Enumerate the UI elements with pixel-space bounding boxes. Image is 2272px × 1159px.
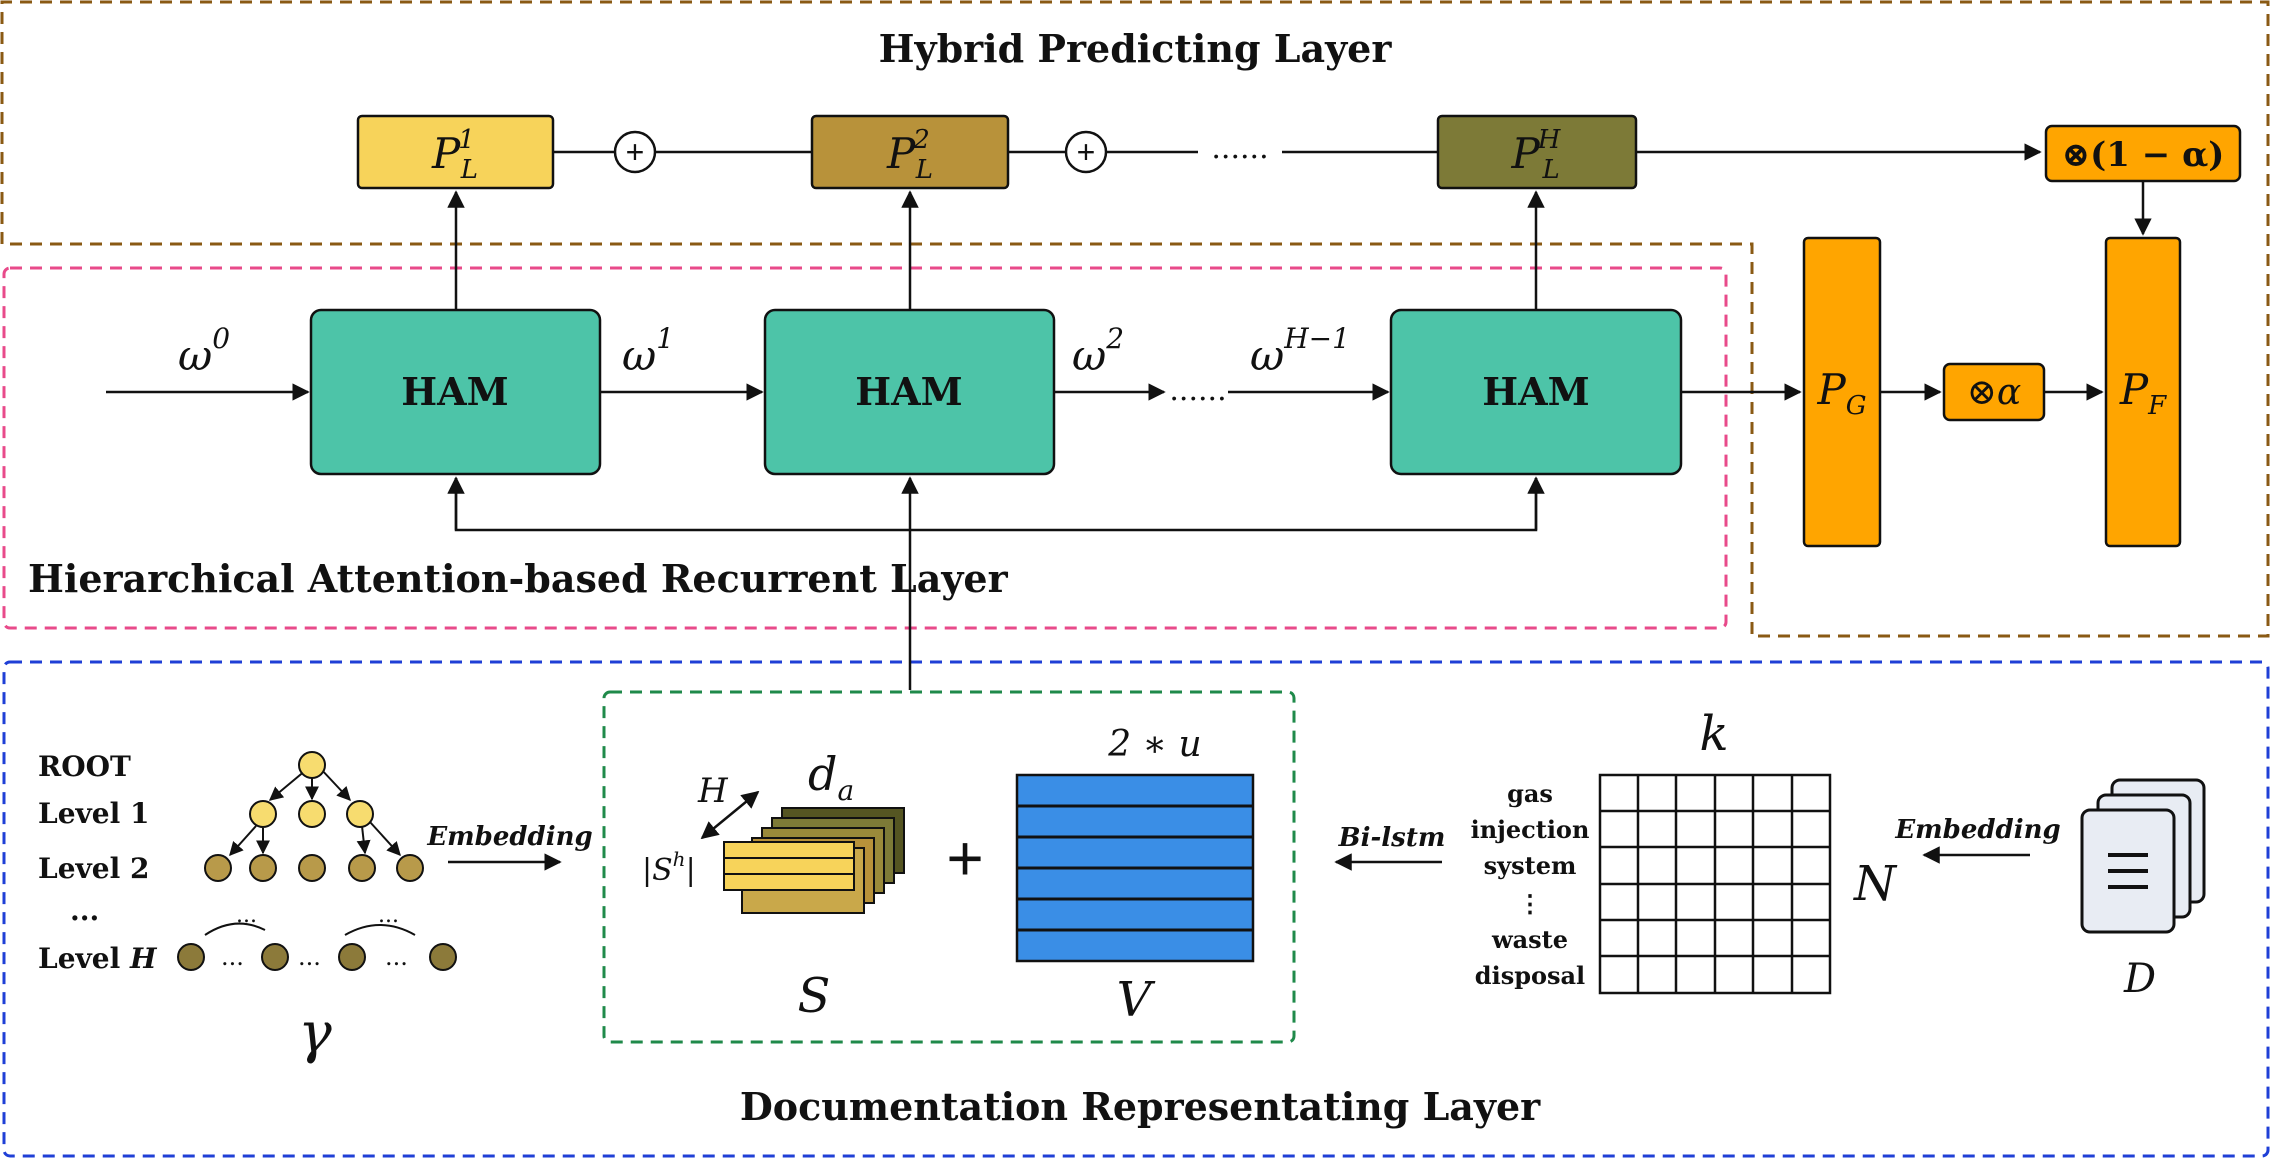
sv-plus: + (946, 822, 983, 894)
sv-frame (602, 690, 1296, 1044)
recurrent-layer-title: Hierarchical Attention-based Recurrent L… (28, 556, 1009, 601)
svg-text:...: ... (385, 943, 408, 971)
two-u-label: 2 ∗ u (1107, 724, 1201, 765)
svg-text:PHL: PHL (1511, 125, 1562, 185)
word-matrix (1598, 773, 1832, 995)
embedding-right-label: Embedding (1894, 815, 2060, 845)
level-labels: ROOT Level 1 Level 2 ... Level H (38, 750, 158, 975)
word-vdots: ⋮ (1518, 889, 1542, 918)
bilstm-label: Bi-lstm (1338, 823, 1446, 853)
svg-text:HAM: HAM (401, 369, 508, 414)
hybrid-layer-frame (0, 0, 2270, 638)
p-f-bar: PF (2104, 236, 2182, 548)
level-2: Level 2 (38, 852, 149, 885)
svg-text:+: + (1077, 134, 1096, 170)
s-label: S (798, 968, 831, 1024)
sh-label: |Sh| (642, 847, 696, 888)
gamma-label: γ (298, 1001, 332, 1066)
alpha-box: ⊗α (1942, 362, 2046, 422)
svg-text:⊗(1 − α): ⊗(1 − α) (2062, 135, 2225, 175)
svg-text:...: ... (298, 943, 321, 971)
one-minus-alpha-box: ⊗(1 − α) (2044, 124, 2242, 183)
word-gas: gas (1507, 779, 1553, 808)
omega-2: ω2 (1072, 322, 1124, 380)
plus-circle-2: + (1064, 130, 1108, 174)
n-label: N (1853, 856, 1898, 912)
k-label: k (1699, 706, 1728, 762)
p-g-bar: PG (1802, 236, 1882, 548)
svg-text:+: + (626, 134, 645, 170)
word-waste: waste (1491, 925, 1568, 954)
ham-block-2: HAM (763, 308, 1056, 476)
level-dots: ... (70, 894, 99, 927)
svg-text:HAM: HAM (1482, 369, 1589, 414)
ham-block-1: HAM (309, 308, 602, 476)
embedding-left-label: Embedding (426, 822, 592, 852)
omega-1: ω1 (622, 322, 674, 380)
plus-circle-1: + (613, 130, 657, 174)
word-disposal: disposal (1475, 961, 1585, 990)
svg-text:HAM: HAM (855, 369, 962, 414)
predict-dots: ...... (1211, 131, 1268, 166)
svg-text:...: ... (221, 943, 244, 971)
level-root: ROOT (38, 750, 131, 783)
word-list: gas injection system ⋮ waste disposal (1471, 779, 1590, 990)
level-1: Level 1 (38, 797, 149, 830)
recurrent-layer-frame (2, 266, 1728, 630)
document-stack-icon (2080, 778, 2206, 934)
d-label: D (2123, 956, 2156, 1002)
s-tensor (723, 807, 905, 914)
da-label: da (808, 747, 854, 807)
v-label: V (1117, 972, 1156, 1028)
svg-text:PG: PG (1816, 365, 1866, 421)
omega-0: ω0 (178, 322, 230, 380)
level-h: Level H (38, 942, 158, 975)
omega-h-1: ωH−1 (1250, 322, 1350, 380)
tree-root (298, 751, 326, 779)
ham-dots: ...... (1169, 373, 1226, 408)
svg-text:⊗α: ⊗α (1967, 372, 2021, 413)
ham-block-h: HAM (1389, 308, 1683, 476)
svg-text:...: ... (236, 903, 257, 928)
svg-text:PF: PF (2119, 365, 2167, 421)
h-label: H (697, 771, 729, 811)
svg-text:...: ... (378, 903, 399, 928)
word-system: system (1484, 851, 1577, 880)
hybrid-layer-title: Hybrid Predicting Layer (879, 26, 1393, 71)
word-injection: injection (1471, 815, 1590, 844)
svg-text:P2L: P2L (886, 125, 933, 185)
doc-layer-title: Documentation Representating Layer (740, 1084, 1541, 1129)
svg-text:P1L: P1L (431, 125, 478, 185)
v-matrix (1015, 773, 1255, 963)
doc-layer-frame (2, 660, 2270, 1158)
hierarchy-tree: ... ... ... ... ... (177, 751, 457, 971)
